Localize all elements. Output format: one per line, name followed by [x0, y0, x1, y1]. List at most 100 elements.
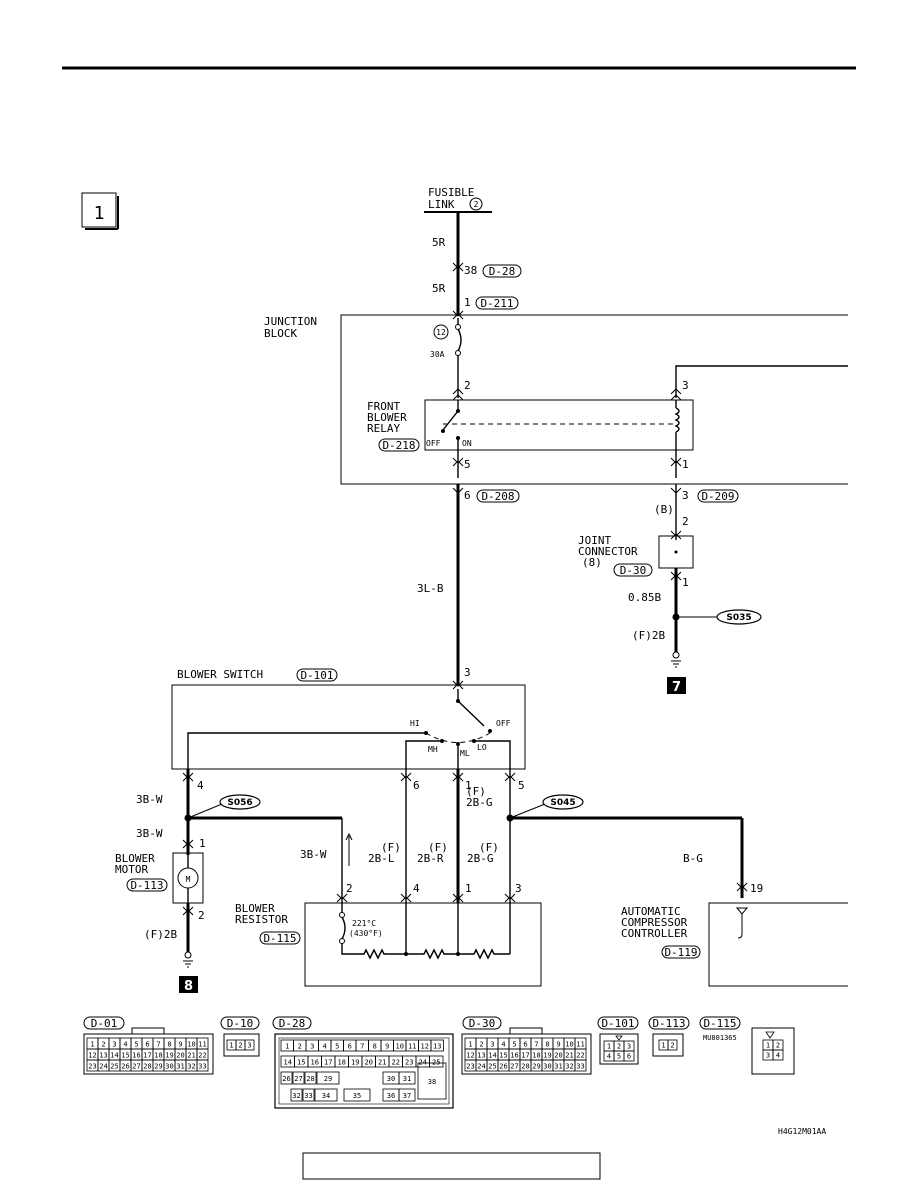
relay-label-front: FRONT — [367, 400, 400, 413]
connector-d28-cell-label: 29 — [324, 1075, 332, 1083]
connector-d01-cell-label: 5 — [134, 1041, 138, 1049]
pin-6-d208: 6 — [464, 489, 471, 502]
connector-d30-cell-label: 28 — [521, 1063, 529, 1071]
connector-d01-cell-label: 31 — [176, 1063, 184, 1071]
connector-d30-cell-label: 2 — [479, 1041, 483, 1049]
sw-ml: ML — [460, 749, 470, 758]
connector-d28-cell-label: 32 — [292, 1092, 300, 1100]
connector-d30-cell-label: 21 — [565, 1052, 573, 1060]
ground-8-label: 8 — [184, 979, 193, 994]
junction-block: JUNCTION BLOCK 12 30A 2 3 FRONT BLOWER R… — [264, 313, 848, 485]
connector-d30-cell-label: 33 — [576, 1063, 584, 1071]
res-pin-1: 1 — [465, 882, 472, 895]
connector-d30-cell-label: 31 — [554, 1063, 562, 1071]
connector-d30-cell-label: 1 — [468, 1041, 472, 1049]
connector-d28-cell-label: 8 — [373, 1043, 377, 1051]
connector-d28-big-cell-label: 38 — [428, 1078, 436, 1086]
motor-pin-1: 1 — [199, 837, 206, 850]
connector-d115-cell-label: 4 — [776, 1052, 780, 1060]
acc-label-compressor: COMPRESSOR — [621, 916, 688, 929]
sw-pin-6: 6 — [413, 779, 420, 792]
pin-1-top: 1 — [464, 296, 471, 309]
connector-d01-cell-label: 25 — [110, 1063, 118, 1071]
connector-d30-cell-label: 19 — [543, 1052, 551, 1060]
connector-d28-cell-label: 18 — [338, 1059, 346, 1067]
connector-d30-cell-label: 18 — [532, 1052, 540, 1060]
connector-d28-cell-label: 23 — [405, 1059, 413, 1067]
connector-d01-cell-label: 27 — [132, 1063, 140, 1071]
connector-d30-cell-label: 22 — [576, 1052, 584, 1060]
connector-d113-cell — [667, 1039, 678, 1051]
block-label: BLOCK — [264, 327, 297, 340]
sw-pin-3: 3 — [464, 666, 471, 679]
connector-d01-cell-label: 23 — [88, 1063, 96, 1071]
resistor-label-resistor: RESISTOR — [235, 913, 288, 926]
tag-d101: D-101 — [300, 669, 333, 682]
connector-d28-cell-label: 11 — [408, 1043, 416, 1051]
thermal-fuse-temp-f: (430°F) — [349, 929, 383, 938]
connector-d30-cell-label: 26 — [499, 1063, 507, 1071]
sw-lo: LO — [477, 743, 487, 752]
res-pin-4: 4 — [413, 882, 420, 895]
wire-label-3l-b: 3L-B — [417, 582, 444, 595]
connector-d01-cell-label: 12 — [88, 1052, 96, 1060]
sw-hi: HI — [410, 719, 420, 728]
connector-d28-cell-label: 14 — [284, 1059, 292, 1067]
wire-label-f-l: (F) — [381, 841, 401, 854]
connector-d01-cell-label: 2 — [101, 1041, 105, 1049]
front-blower-relay-box — [424, 399, 694, 451]
tag-d208: D-208 — [481, 490, 514, 503]
page-number: 1 — [94, 203, 105, 224]
motor-label-blower: BLOWER — [115, 852, 155, 865]
connector-d01-cell-label: 13 — [99, 1052, 107, 1060]
sw-pin-5: 5 — [518, 779, 525, 792]
connector-d30-cell-label: 25 — [488, 1063, 496, 1071]
connector-d30-cell-label: 17 — [521, 1052, 529, 1060]
connector-d30-cell-label: 8 — [545, 1041, 549, 1049]
connector-d115-cell-label: 3 — [766, 1052, 770, 1060]
splice-s056 — [219, 794, 261, 810]
wire-label-f-r: (F) — [428, 841, 448, 854]
connector-d28-cell-label: 35 — [353, 1092, 361, 1100]
jc-pin-3: 3 — [682, 489, 689, 502]
tag-d218: D-218 — [382, 439, 415, 452]
connector-d28-cell-label: 19 — [351, 1059, 359, 1067]
tag-d211: D-211 — [480, 297, 513, 310]
ground-8: 8 — [179, 976, 198, 994]
relay-label-relay: RELAY — [367, 422, 400, 435]
wire-label-3b-w-b: 3B-W — [136, 827, 163, 840]
resistor-chain — [341, 943, 510, 960]
connector-d28-cell-label: 2 — [298, 1043, 302, 1051]
connector-label: CONNECTOR — [578, 545, 638, 558]
connector-d01-cell-label: 14 — [110, 1052, 118, 1060]
acc-pin-19: 19 — [750, 882, 763, 895]
face-tag-d10: D-10 — [227, 1017, 254, 1030]
fuse-amperage: 30A — [430, 350, 445, 359]
connector-d01-cell-label: 22 — [198, 1052, 206, 1060]
splice-s045 — [542, 794, 584, 810]
connector-d28-cell-label: 6 — [348, 1043, 352, 1051]
connector-d01-cell-label: 29 — [154, 1063, 162, 1071]
tag-d209: D-209 — [701, 490, 734, 503]
blower-switch: BLOWER SWITCH D-101 3 HI MH ML LO OFF 4 … — [171, 666, 526, 792]
thermal-fuse-temp-c: 221°C — [352, 919, 376, 928]
splice-label-s045: S045 — [550, 798, 575, 808]
connector-d30-cell-label: 12 — [466, 1052, 474, 1060]
wire-label-b-g: B-G — [683, 852, 703, 865]
connector-d01-cell-label: 4 — [123, 1041, 127, 1049]
relay-off: OFF — [426, 439, 441, 448]
connector-d01-cell-label: 6 — [145, 1041, 149, 1049]
connector-faces: D-01 D-10 D-28 D-30 D-101 D-113 D-115 MU… — [83, 1016, 795, 1109]
jc-pin-2: 2 — [682, 515, 689, 528]
splice-label-s056: S056 — [227, 798, 252, 808]
part-number-mu801365: MU801365 — [703, 1034, 737, 1042]
connector-d30-cell-label: 24 — [477, 1063, 485, 1071]
wire-label-3b-w-a: 3B-W — [136, 793, 163, 806]
figure-code: H4G12M01AA — [778, 1127, 826, 1136]
blower-resistor-box — [304, 902, 542, 987]
acc-box — [708, 902, 848, 987]
connector-d30-cell-label: 5 — [512, 1041, 516, 1049]
